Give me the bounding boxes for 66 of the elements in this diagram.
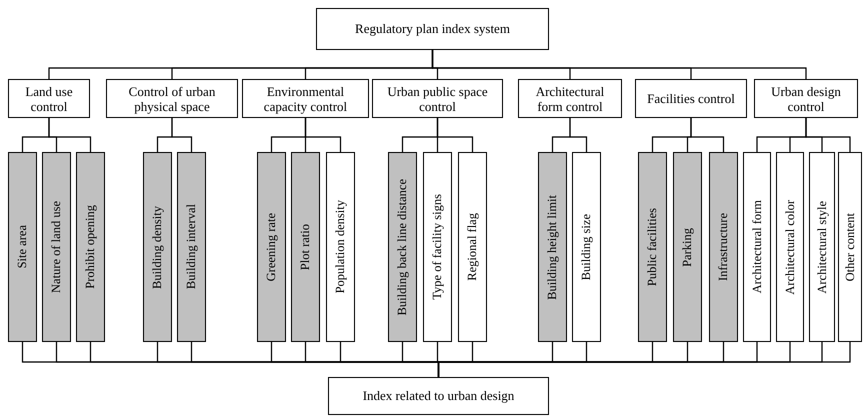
connector-line: [690, 118, 724, 152]
bar-label: Parking: [681, 228, 694, 266]
bar-label: Infrastructure: [717, 212, 730, 282]
category-box: [106, 79, 238, 118]
index-bar: [8, 152, 37, 342]
box-label: Regulatory plan index system: [355, 21, 510, 37]
index-bar: [177, 152, 206, 342]
bar-label: Greening rate: [265, 212, 278, 282]
index-bar: [638, 152, 667, 342]
category-box: [8, 79, 90, 118]
bar-label: Architectural form: [750, 200, 764, 294]
bar-label: Architectural style: [816, 200, 828, 294]
index-bar: [709, 152, 738, 342]
bar-label: Type of facility signs: [431, 194, 444, 300]
connector-line: [805, 118, 851, 152]
bar-label: Plot ratio: [299, 224, 312, 270]
box-label: Control of urban physical space: [128, 84, 216, 114]
box-label: Land use control: [24, 84, 74, 114]
category-box: [754, 79, 858, 118]
bar-label: Prohibit opening: [84, 205, 97, 289]
bar-label: Population density: [334, 200, 347, 294]
bar-label: Building interval: [185, 204, 198, 290]
index-bar: [838, 152, 862, 342]
category-box: [372, 79, 503, 118]
connector-line: [569, 118, 588, 152]
category-box: [242, 79, 369, 118]
index-bar: [776, 152, 804, 342]
index-bar: [538, 152, 567, 342]
box-label: Architectural form control: [534, 84, 606, 114]
index-bar: [257, 152, 286, 342]
index-bar: [42, 152, 71, 342]
system-box: [328, 377, 549, 415]
box-label: Environmental capacity control: [262, 84, 348, 114]
bar-label: Building size: [580, 214, 593, 280]
connector-line: [171, 118, 192, 152]
index-bar: [423, 152, 452, 342]
category-box: [518, 79, 622, 118]
index-bar: [388, 152, 417, 342]
bar-label: Nature of land use: [50, 201, 63, 293]
connector-line: [304, 118, 342, 152]
bar-label: Architectural color: [784, 200, 796, 294]
system-box: [316, 8, 549, 50]
box-label: Urban public space control: [386, 84, 489, 114]
index-bar: [673, 152, 702, 342]
box-label: Urban design control: [770, 84, 842, 114]
bar-label: Regional flag: [466, 213, 479, 281]
index-bar: [291, 152, 320, 342]
connector-line: [48, 118, 92, 152]
index-bar: [743, 152, 771, 342]
bar-label: Public facilities: [646, 208, 659, 286]
index-bar: [326, 152, 355, 342]
bar-label: Building density: [151, 206, 164, 288]
index-bar: [572, 152, 601, 342]
box-label: Index related to urban design: [362, 388, 514, 404]
bar-label: Building back line distance: [396, 178, 409, 316]
index-bar: [809, 152, 835, 342]
bar-label: Site area: [16, 225, 29, 269]
connector-line: [436, 118, 474, 152]
bar-label: Other content: [844, 212, 856, 282]
index-bar: [76, 152, 105, 342]
connector-line: [432, 50, 807, 79]
box-label: Facilities control: [647, 91, 735, 106]
bar-label: Building height limit: [546, 194, 559, 300]
category-box: [635, 79, 747, 118]
index-bar: [458, 152, 487, 342]
index-bar: [143, 152, 172, 342]
